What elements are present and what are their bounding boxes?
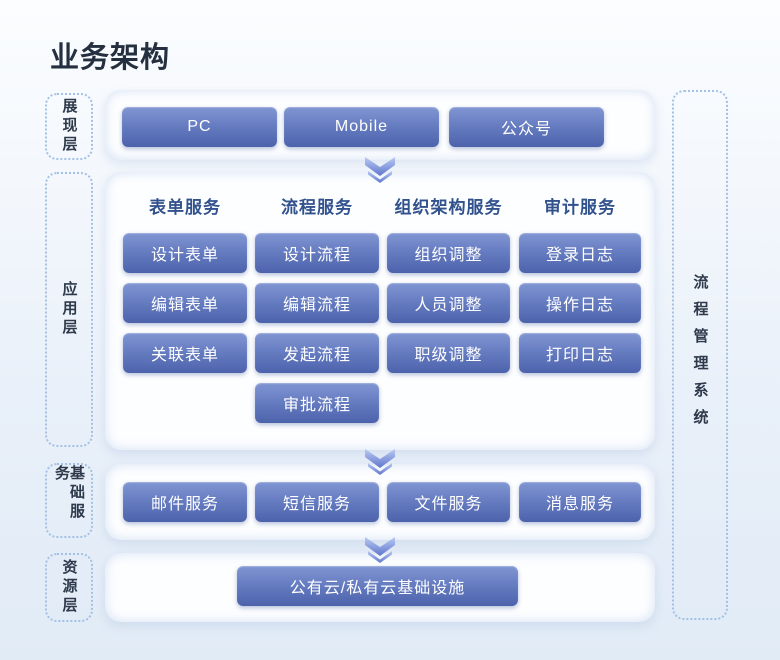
node-start-process: 发起流程 xyxy=(255,333,379,373)
node-link-form: 关联表单 xyxy=(123,333,247,373)
node-mail-service: 邮件服务 xyxy=(123,482,247,522)
column-header-form-service: 表单服务 xyxy=(149,197,221,217)
node-edit-form: 编辑表单 xyxy=(123,283,247,323)
column-header-org-structure-service: 组织架构服务 xyxy=(394,197,503,217)
process-management-system-tag: 流程管理系统 xyxy=(672,90,728,620)
layer-tag-presentation: 展现层 xyxy=(45,93,93,160)
node-design-process: 设计流程 xyxy=(255,233,379,273)
node-operation-log: 操作日志 xyxy=(519,283,641,323)
column-header-audit-service: 审计服务 xyxy=(544,197,616,217)
node-edit-process: 编辑流程 xyxy=(255,283,379,323)
process-management-system-label: 流程管理系统 xyxy=(691,274,709,436)
down-arrow-icon xyxy=(365,157,395,183)
node-personnel-adjustment: 人员调整 xyxy=(387,283,510,323)
layer-tag-basic-services-label: 基础服务 xyxy=(53,465,85,522)
node-sms-service: 短信服务 xyxy=(255,482,379,522)
node-cloud-infrastructure: 公有云/私有云基础设施 xyxy=(237,566,518,606)
down-arrow-icon xyxy=(365,537,395,563)
layer-tag-application-label: 应用层 xyxy=(60,281,78,338)
node-pc: PC xyxy=(122,107,277,147)
basic-services-panel: 邮件服务 短信服务 文件服务 消息服务 xyxy=(105,464,655,540)
layer-tag-application: 应用层 xyxy=(45,172,93,447)
node-rank-adjustment: 职级调整 xyxy=(387,333,510,373)
page-title: 业务架构 xyxy=(50,42,171,74)
presentation-layer-panel: PC Mobile 公众号 xyxy=(105,90,655,160)
node-login-log: 登录日志 xyxy=(519,233,641,273)
layer-tag-resources-label: 资源层 xyxy=(60,559,78,616)
node-approve-process: 审批流程 xyxy=(255,383,379,423)
down-arrow-icon xyxy=(365,449,395,475)
resource-layer-panel: 公有云/私有云基础设施 xyxy=(105,553,655,622)
node-official-account: 公众号 xyxy=(449,107,604,147)
layer-tag-basic-services: 基础服务 xyxy=(45,463,93,538)
application-layer-panel: 表单服务 流程服务 组织架构服务 审计服务 设计表单 编辑表单 关联表单 设计流… xyxy=(105,172,655,450)
node-file-service: 文件服务 xyxy=(387,482,510,522)
node-print-log: 打印日志 xyxy=(519,333,641,373)
node-org-adjustment: 组织调整 xyxy=(387,233,510,273)
layer-tag-resources: 资源层 xyxy=(45,553,93,622)
column-header-process-service: 流程服务 xyxy=(281,197,353,217)
node-mobile: Mobile xyxy=(284,107,439,147)
layer-tag-presentation-label: 展现层 xyxy=(60,98,78,155)
node-message-service: 消息服务 xyxy=(519,482,641,522)
node-design-form: 设计表单 xyxy=(123,233,247,273)
